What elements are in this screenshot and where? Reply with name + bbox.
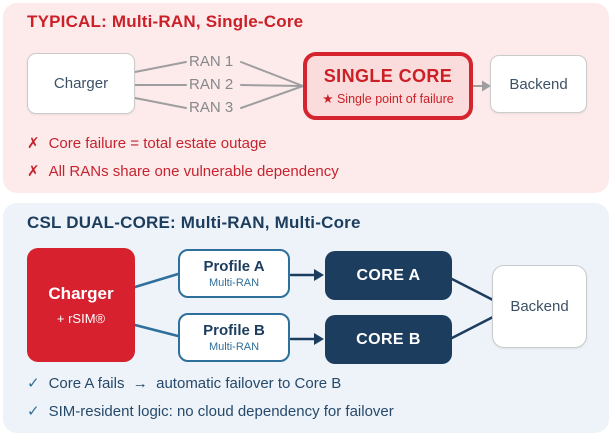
panel-dual-core-title: CSL DUAL-CORE: Multi-RAN, Multi-Core xyxy=(27,213,361,232)
panel-typical-title: TYPICAL: Multi-RAN, Single-Core xyxy=(27,12,304,31)
check-text: Core A fails → automatic failover to Cor… xyxy=(48,375,342,392)
check-text: SIM-resident logic: no cloud dependency … xyxy=(48,403,394,420)
node-core-a-label: CORE A xyxy=(356,266,421,284)
label-ran3: RAN 3 xyxy=(189,99,234,116)
node-profile-a: Profile A Multi-RAN xyxy=(178,249,290,298)
line-charger-profile-b xyxy=(133,323,180,338)
node-backend-typical: Backend xyxy=(490,55,587,113)
node-backend-dual-label: Backend xyxy=(510,298,569,315)
node-single-core: SINGLE CORE ★ Single point of failure xyxy=(303,52,473,120)
cross-icon: ✗ xyxy=(27,135,40,152)
node-charger-rsim-label: + rSIM® xyxy=(56,311,106,326)
node-charger-dual-label: Charger xyxy=(48,284,114,303)
node-core-a: CORE A xyxy=(325,251,452,300)
node-backend-typical-label: Backend xyxy=(509,75,568,93)
label-ran1: RAN 1 xyxy=(189,53,234,70)
warning-item: ✗ All RANs share one vulnerable dependen… xyxy=(27,162,339,180)
label-ran2: RAN 2 xyxy=(189,76,234,93)
arrowhead-profile-a-core-a xyxy=(314,269,324,281)
line-charger-ran1 xyxy=(134,61,187,73)
line-ran2-core xyxy=(240,84,304,87)
check-item: ✓ SIM-resident logic: no cloud dependenc… xyxy=(27,402,394,420)
node-profile-a-subtitle: Multi-RAN xyxy=(208,277,260,289)
line-ran3-core xyxy=(240,85,304,109)
check-icon: ✓ xyxy=(27,375,40,392)
panel-dual-core: CSL DUAL-CORE: Multi-RAN, Multi-Core Cha… xyxy=(3,203,609,433)
star-icon: ★ xyxy=(322,92,334,106)
cross-icon: ✗ xyxy=(27,163,40,180)
warning-text: Core failure = total estate outage xyxy=(48,135,267,152)
line-core-b-backend xyxy=(450,315,495,340)
node-profile-a-label: Profile A xyxy=(203,258,265,275)
node-core-b-label: CORE B xyxy=(356,330,421,348)
warning-item: ✗ Core failure = total estate outage xyxy=(27,134,267,152)
check-icon: ✓ xyxy=(27,403,40,420)
node-single-core-subtitle: ★ Single point of failure xyxy=(322,91,453,106)
node-backend-dual: Backend xyxy=(492,265,587,348)
node-core-b: CORE B xyxy=(325,315,452,364)
arrowhead-profile-b-core-b xyxy=(314,333,324,345)
node-charger-dual: Charger + rSIM® xyxy=(27,248,135,362)
line-charger-profile-a xyxy=(133,272,180,289)
warning-text: All RANs share one vulnerable dependency xyxy=(48,163,339,180)
node-profile-b-label: Profile B xyxy=(203,322,265,339)
single-point-of-failure-text: Single point of failure xyxy=(336,92,454,106)
panel-typical: TYPICAL: Multi-RAN, Single-Core Charger … xyxy=(3,3,609,193)
line-ran1-core xyxy=(240,61,304,87)
node-charger-typical: Charger xyxy=(27,53,135,114)
node-single-core-label: SINGLE CORE xyxy=(323,66,453,86)
line-charger-ran3 xyxy=(134,97,187,109)
line-core-a-backend xyxy=(450,277,495,302)
node-charger-typical-label: Charger xyxy=(53,75,109,92)
check-item: ✓ Core A fails → automatic failover to C… xyxy=(27,374,341,392)
node-profile-b-subtitle: Multi-RAN xyxy=(208,341,260,353)
node-profile-b: Profile B Multi-RAN xyxy=(178,313,290,362)
